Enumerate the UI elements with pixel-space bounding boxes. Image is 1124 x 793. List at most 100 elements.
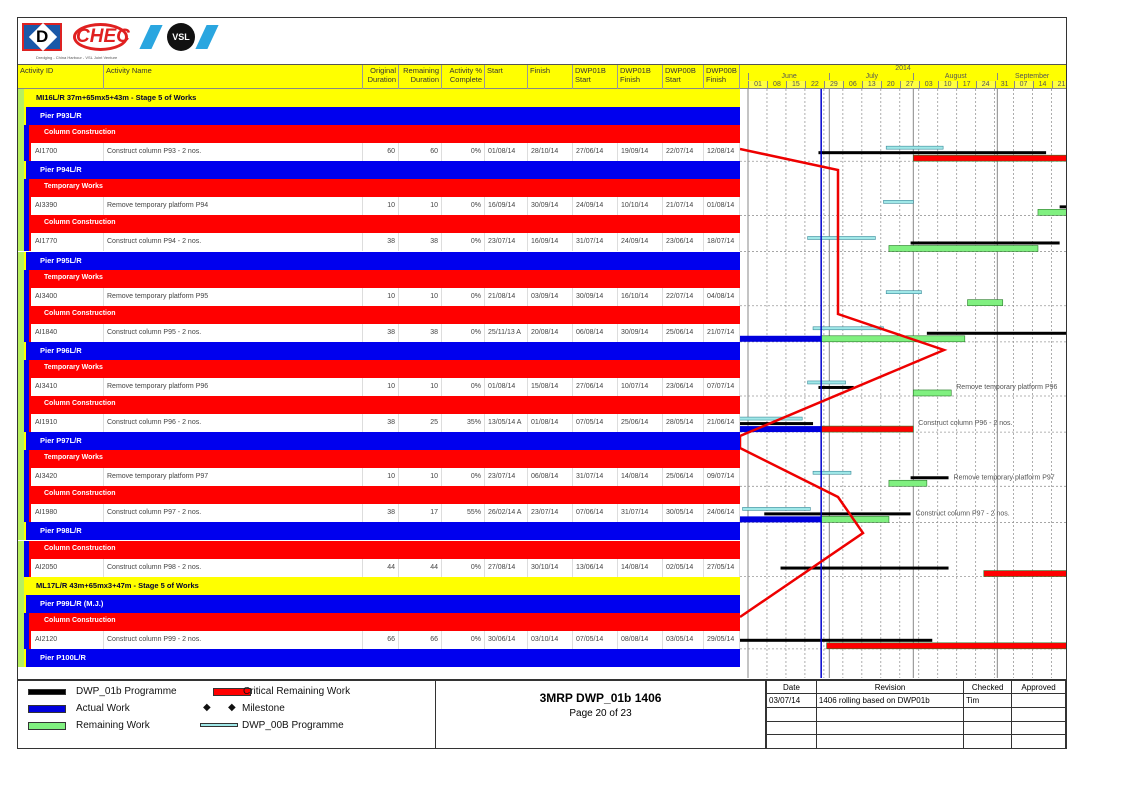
cell-dwp01b-start: 30/09/14 bbox=[573, 287, 618, 306]
dwp01b-bar[interactable] bbox=[818, 385, 854, 389]
col-percent-complete[interactable]: Activity % Complete bbox=[442, 65, 485, 89]
dwp00b-bar[interactable] bbox=[740, 416, 803, 421]
sub-row[interactable]: Column Construction bbox=[18, 396, 740, 415]
pier-label: Pier P100L/R bbox=[40, 652, 86, 662]
dwp01b-bar[interactable] bbox=[1059, 205, 1066, 209]
cell-dwp00b-finish: 21/07/14 bbox=[704, 323, 740, 342]
dwp01b-bar[interactable] bbox=[764, 512, 911, 516]
dwp01b-bar[interactable] bbox=[818, 151, 1047, 155]
pier-row[interactable]: Pier P99L/R (M.J.) bbox=[18, 594, 740, 613]
pier-row[interactable]: Pier P98L/R bbox=[18, 522, 740, 541]
cell-dwp01b-start: 31/07/14 bbox=[573, 468, 618, 487]
col-dwp00b-start[interactable]: DWP00B Start bbox=[663, 65, 704, 89]
remaining-work-bar[interactable] bbox=[913, 389, 952, 397]
col-original-duration[interactable]: Original Duration bbox=[363, 65, 399, 89]
cell-remaining-duration: 66 bbox=[399, 630, 442, 649]
cell-activity-name: Construct column P99 - 2 nos. bbox=[104, 630, 363, 649]
group-row[interactable]: MI16L/R 37m+65mx5+43m - Stage 5 of Works bbox=[18, 89, 740, 107]
level-strip bbox=[18, 359, 24, 378]
sub-row[interactable]: Temporary Works bbox=[18, 450, 740, 469]
col-activity-id[interactable]: Activity ID bbox=[18, 65, 104, 89]
remaining-work-bar[interactable] bbox=[820, 335, 966, 343]
dwp00b-bar[interactable] bbox=[883, 200, 914, 204]
legend-swatch-critical bbox=[213, 688, 251, 696]
dwp00b-bar[interactable] bbox=[807, 380, 846, 385]
pier-row[interactable]: Pier P96L/R bbox=[18, 341, 740, 360]
level-indent bbox=[24, 450, 29, 469]
level-indent bbox=[29, 197, 31, 216]
critical-remaining-bar[interactable] bbox=[983, 570, 1066, 577]
dwp00b-bar[interactable] bbox=[885, 290, 922, 294]
actual-work-bar[interactable] bbox=[740, 335, 822, 342]
critical-remaining-bar[interactable] bbox=[913, 154, 1066, 162]
col-dwp01b-start[interactable]: DWP01B Start bbox=[573, 65, 618, 89]
dwp01b-bar[interactable] bbox=[780, 566, 949, 570]
sub-row[interactable]: Temporary Works bbox=[18, 359, 740, 378]
sub-row[interactable]: Column Construction bbox=[18, 540, 740, 559]
remaining-work-bar[interactable] bbox=[888, 479, 928, 487]
cell-percent-complete: 55% bbox=[442, 504, 485, 523]
actual-work-bar[interactable] bbox=[740, 426, 822, 433]
level-strip bbox=[18, 576, 24, 595]
dwp00b-bar[interactable] bbox=[885, 145, 944, 150]
group-row[interactable]: ML17L/R 43m+65mx3+47m - Stage 5 of Works bbox=[18, 576, 740, 595]
level-indent bbox=[29, 504, 31, 523]
actual-work-bar[interactable] bbox=[740, 516, 822, 523]
sub-row[interactable]: Column Construction bbox=[18, 125, 740, 144]
cell-dwp01b-finish: 19/09/14 bbox=[618, 143, 663, 162]
sub-row[interactable]: Column Construction bbox=[18, 215, 740, 234]
remaining-work-bar[interactable] bbox=[967, 299, 1004, 306]
cell-finish: 03/09/14 bbox=[528, 287, 573, 306]
timescale-week: 06 bbox=[842, 81, 862, 88]
pier-row[interactable]: Pier P94L/R bbox=[18, 161, 740, 180]
legend-milestone: Milestone bbox=[242, 703, 285, 714]
pier-row[interactable]: Pier P95L/R bbox=[18, 251, 740, 270]
level-strip bbox=[18, 179, 24, 198]
col-activity-name[interactable]: Activity Name bbox=[104, 65, 363, 89]
col-dwp01b-finish[interactable]: DWP01B Finish bbox=[618, 65, 663, 89]
dwp01b-bar[interactable] bbox=[910, 476, 949, 480]
col-dwp00b-finish[interactable]: DWP00B Finish bbox=[704, 65, 740, 89]
dwp01b-bar[interactable] bbox=[740, 638, 933, 642]
sub-row[interactable]: Column Construction bbox=[18, 305, 740, 324]
critical-remaining-bar[interactable] bbox=[826, 642, 1066, 650]
remaining-work-bar[interactable] bbox=[1037, 209, 1066, 216]
col-finish[interactable]: Finish bbox=[528, 65, 573, 89]
col-start[interactable]: Start bbox=[485, 65, 528, 89]
sub-label: Column Construction bbox=[44, 616, 116, 624]
critical-remaining-bar[interactable] bbox=[820, 425, 914, 433]
col-remaining-duration[interactable]: Remaining Duration bbox=[399, 65, 442, 89]
cell-remaining-duration: 25 bbox=[399, 414, 442, 433]
pier-row[interactable]: Pier P97L/R bbox=[18, 432, 740, 451]
dwp00b-bar[interactable] bbox=[812, 326, 884, 331]
cell-dwp01b-finish: 16/10/14 bbox=[618, 287, 663, 306]
remaining-work-bar[interactable] bbox=[888, 245, 1039, 252]
dwp01b-bar[interactable] bbox=[740, 422, 814, 426]
dwp00b-bar[interactable] bbox=[812, 470, 852, 475]
dwp00b-bar[interactable] bbox=[742, 507, 811, 511]
level-strip bbox=[18, 269, 24, 288]
pier-row[interactable]: Pier P100L/R bbox=[18, 648, 740, 667]
dwp00b-bar[interactable] bbox=[807, 236, 876, 240]
cell-remaining-duration: 10 bbox=[399, 377, 442, 396]
dwp01b-bar[interactable] bbox=[910, 241, 1060, 245]
sub-row[interactable]: Column Construction bbox=[18, 612, 740, 631]
level-indent bbox=[24, 287, 29, 306]
sub-row[interactable]: Temporary Works bbox=[18, 179, 740, 198]
sub-row[interactable]: Temporary Works bbox=[18, 269, 740, 288]
sub-row[interactable]: Column Construction bbox=[18, 486, 740, 505]
revision-header: Approved bbox=[1011, 679, 1066, 695]
pier-row[interactable]: Pier P93L/R bbox=[18, 107, 740, 126]
dwp01b-bar[interactable] bbox=[926, 331, 1066, 335]
